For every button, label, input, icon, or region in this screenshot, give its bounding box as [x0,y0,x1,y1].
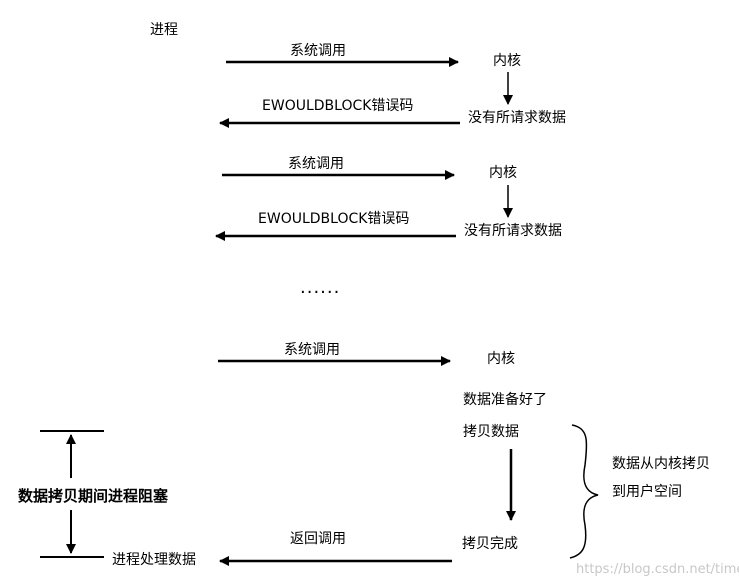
data-ready-label: 数据准备好了 [463,392,547,408]
syscall-label-2: 系统调用 [288,156,344,172]
copy-data-label: 拷贝数据 [463,424,519,440]
blocking-note: 数据拷贝期间进程阻塞 [18,487,169,505]
kernel-label-2: 内核 [489,165,517,181]
no-data-label-2: 没有所请求数据 [464,223,562,239]
process-handle-label: 进程处理数据 [112,552,196,568]
copy-note-line-2: 到用户空间 [612,484,682,500]
kernel-label-final: 内核 [487,351,515,367]
ellipsis: ······ [300,282,341,303]
syscall-label-final: 系统调用 [284,342,340,358]
copy-brace [569,424,599,559]
copy-done-label: 拷贝完成 [462,536,518,552]
process-label: 进程 [150,22,178,38]
syscall-label-1: 系统调用 [290,43,346,59]
watermark: https://blog.csdn.net/timecur [576,562,739,577]
error-label-2: EWOULDBLOCK错误码 [258,211,410,227]
return-call-label: 返回调用 [290,531,346,547]
copy-note-line-1: 数据从内核拷贝 [612,456,710,472]
no-data-label-1: 没有所请求数据 [468,110,566,126]
error-label-1: EWOULDBLOCK错误码 [262,98,414,114]
kernel-label-1: 内核 [493,53,521,69]
